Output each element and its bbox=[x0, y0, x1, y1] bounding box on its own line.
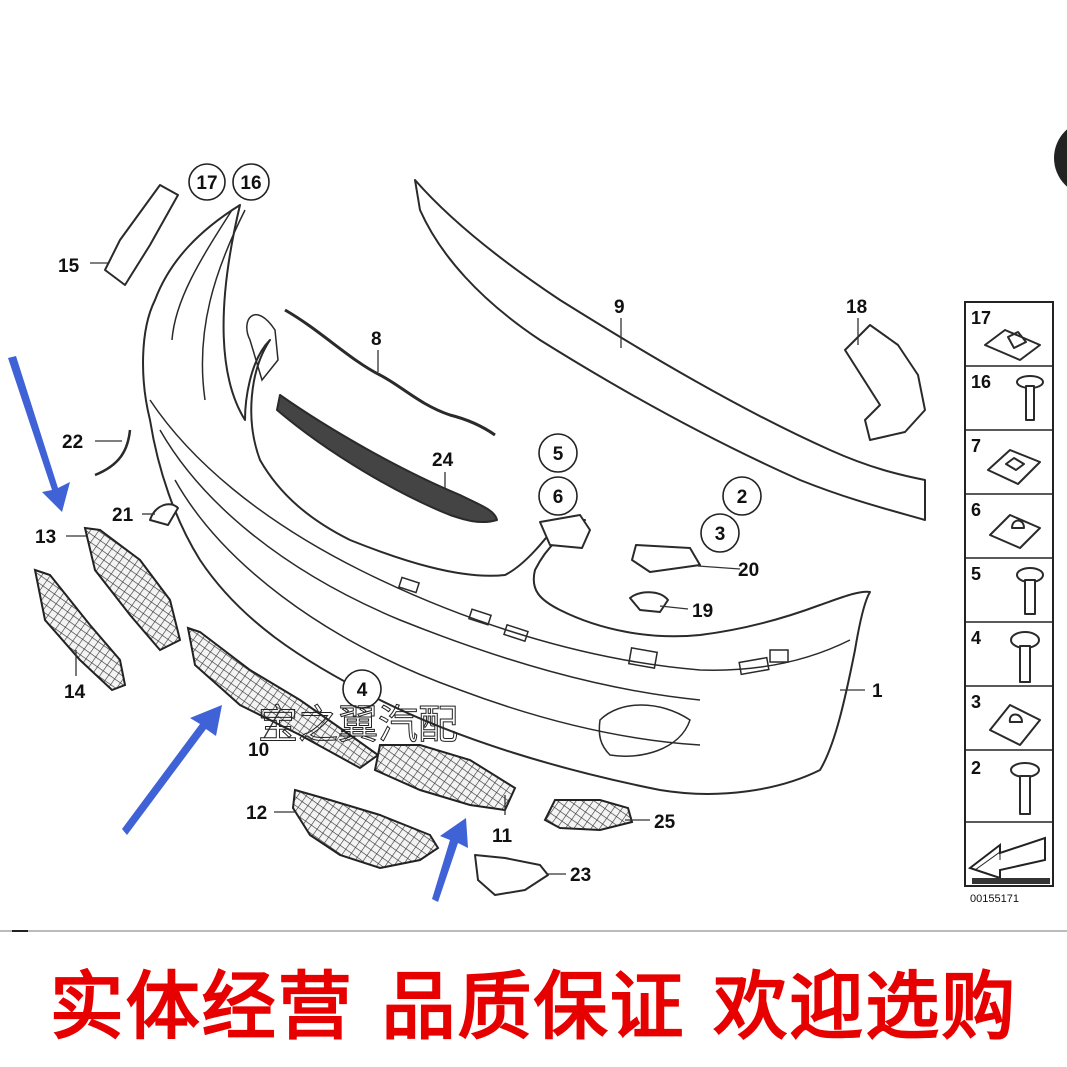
corner-circle bbox=[1054, 129, 1067, 187]
callout-13: 13 bbox=[35, 527, 56, 548]
callout-8: 8 bbox=[371, 329, 382, 350]
lower-grille-11-part bbox=[373, 744, 517, 812]
svg-text:5: 5 bbox=[553, 444, 564, 465]
panel-item-16: 16 bbox=[971, 372, 991, 392]
callout-20: 20 bbox=[738, 560, 759, 581]
svg-text:2: 2 bbox=[737, 487, 748, 508]
panel-item-4: 4 bbox=[971, 628, 981, 648]
cable-22-part bbox=[94, 429, 132, 477]
circled-callout-3: 3 bbox=[700, 513, 740, 553]
callout-9: 9 bbox=[614, 297, 625, 318]
watermark-text: 宝之翼汽配 bbox=[258, 702, 458, 748]
slogan-banner: 实体经营 品质保证 欢迎选购 bbox=[49, 964, 1018, 1050]
circled-callout-17: 17 bbox=[188, 163, 226, 201]
circled-callout-2: 2 bbox=[722, 476, 762, 516]
circled-callout-5: 5 bbox=[538, 433, 578, 473]
bracket-5-6-part bbox=[539, 514, 591, 549]
direction-arrow-icon bbox=[967, 836, 1046, 880]
callout-22: 22 bbox=[62, 432, 83, 453]
figure-id: 00155171 bbox=[970, 893, 1019, 905]
nut-clip-icon bbox=[984, 329, 1041, 361]
callout-18: 18 bbox=[846, 297, 867, 318]
trim-strip-part bbox=[284, 308, 496, 437]
callout-21: 21 bbox=[112, 505, 134, 526]
callout-23: 23 bbox=[570, 865, 591, 886]
clip-nut-icon bbox=[989, 514, 1041, 549]
callout-12: 12 bbox=[246, 803, 267, 824]
panel-item-3: 3 bbox=[971, 692, 981, 712]
flange-screw-icon bbox=[1010, 631, 1040, 683]
circled-callout-4: 4 bbox=[342, 669, 382, 709]
callout-25: 25 bbox=[654, 812, 676, 833]
cap-21-part bbox=[149, 503, 179, 526]
callout-19: 19 bbox=[692, 601, 713, 622]
callout-15: 15 bbox=[58, 256, 80, 277]
fastener-panel: 17 16 7 6 5 4 3 2 00155171 bbox=[964, 301, 1054, 905]
callout-24: 24 bbox=[432, 450, 454, 471]
panel-item-17: 17 bbox=[971, 308, 991, 328]
bezel-23-part bbox=[474, 854, 549, 896]
svg-text:17: 17 bbox=[196, 173, 217, 194]
side-grille-13-part bbox=[83, 526, 182, 652]
grille-strip-part bbox=[276, 394, 498, 524]
bracket-18-part bbox=[844, 324, 926, 441]
callout-10: 10 bbox=[248, 740, 269, 761]
leader-lines bbox=[66, 262, 865, 875]
clip-19-part bbox=[629, 591, 669, 613]
panel-item-2: 2 bbox=[971, 758, 981, 778]
circled-callout-16: 16 bbox=[232, 163, 270, 201]
side-bracket-15-part bbox=[104, 184, 179, 286]
panel-item-5: 5 bbox=[971, 564, 981, 584]
svg-text:16: 16 bbox=[240, 173, 261, 194]
panel-item-7: 7 bbox=[971, 436, 981, 456]
self-tapping-screw-icon bbox=[1010, 762, 1040, 815]
bracket-20-part bbox=[631, 544, 701, 573]
callout-11: 11 bbox=[492, 826, 513, 847]
upper-support-part bbox=[414, 179, 926, 521]
square-nut-icon bbox=[987, 449, 1041, 485]
bumper-cover-part bbox=[142, 204, 871, 795]
pointer-arrow-1 bbox=[8, 356, 70, 512]
pointer-arrow-2 bbox=[122, 705, 222, 835]
panel-item-6: 6 bbox=[971, 500, 981, 520]
callout-1: 1 bbox=[872, 681, 883, 702]
svg-text:6: 6 bbox=[553, 487, 564, 508]
screw-icon bbox=[1016, 375, 1044, 421]
fog-cover-14-part bbox=[33, 568, 127, 692]
bolt-icon bbox=[1016, 567, 1044, 615]
pointer-arrow-3 bbox=[432, 818, 468, 902]
circled-callout-6: 6 bbox=[538, 476, 578, 516]
small-grille-25-part bbox=[543, 799, 634, 832]
svg-text:3: 3 bbox=[715, 524, 726, 545]
callout-14: 14 bbox=[64, 682, 86, 703]
lower-side-grille-12-part bbox=[291, 788, 440, 870]
spring-nut-icon bbox=[989, 704, 1041, 746]
svg-text:4: 4 bbox=[357, 680, 368, 701]
